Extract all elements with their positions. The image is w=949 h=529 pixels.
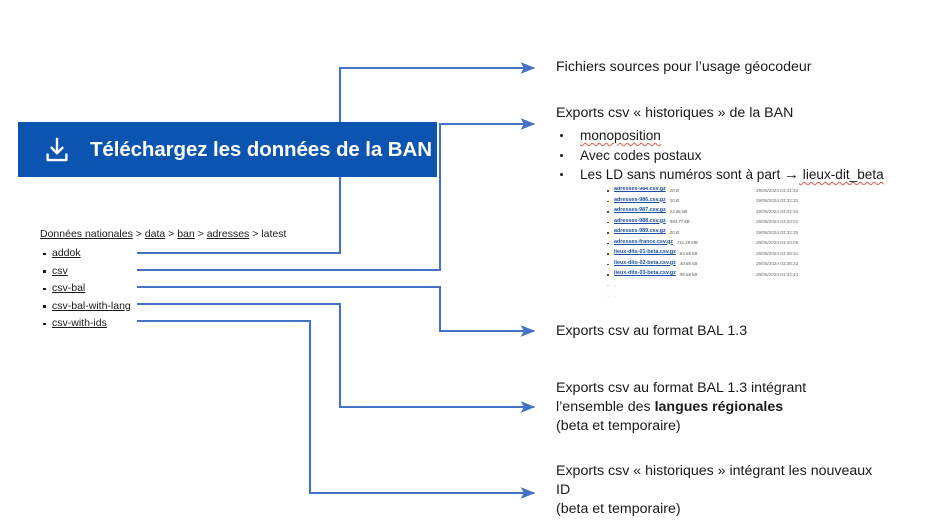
bullet-text: monoposition (580, 128, 661, 143)
file-size: 20 B (669, 198, 679, 204)
file-size: 20 B (669, 229, 679, 235)
connector-csv-with-ids (137, 319, 536, 499)
file-size: 84.86 kB (679, 250, 698, 256)
annotation-line-1: Exports csv au format BAL 1.3 intégrant (556, 380, 807, 396)
bullet-text-after: lieux-dit_beta (799, 167, 884, 182)
file-size: 40.88 kB (679, 261, 698, 267)
breadcrumb-part-3[interactable]: adresses (206, 228, 250, 240)
right-arrow-icon: → (784, 166, 800, 183)
file-link (614, 282, 616, 288)
bullet-monoposition: monoposition (556, 126, 884, 146)
annotation-addok: Fichiers sources pour l’usage géocodeur (556, 58, 812, 77)
list-item-csv-with-ids[interactable]: csv-with-ids (40, 315, 340, 333)
file-timestamp: 29/06/2024 03:35:31 (756, 250, 799, 256)
list-item-csv[interactable]: csv (40, 263, 340, 281)
banner-title: Téléchargez les données de la BAN (90, 137, 432, 161)
list-item-label[interactable]: addok (52, 247, 81, 259)
annotation-bullets: monoposition Avec codes postaux Les LD s… (556, 126, 884, 185)
file-timestamp: 29/06/2024 03:33:01 (756, 219, 799, 224)
table-row-truncated (606, 282, 946, 293)
file-timestamp: 29/06/2024 03:32:32 (756, 187, 799, 193)
list-item-csv-bal-with-lang[interactable]: csv-bal-with-lang (40, 298, 340, 316)
annotation-line-3: (beta et temporaire) (556, 418, 681, 434)
file-link (614, 292, 616, 298)
file-size: 96.66 kB (679, 271, 698, 277)
annotation-line-2-strong: langues régionales (654, 399, 784, 415)
file-size: 984.77 kB (669, 219, 690, 225)
breadcrumb[interactable]: Données nationales > data > ban > adress… (40, 228, 287, 240)
file-link[interactable]: adresses-989.csv.gz (614, 228, 666, 234)
breadcrumb-part-0[interactable]: Données nationales (40, 228, 133, 240)
file-link[interactable]: adresses-984.csv.gz (614, 187, 666, 192)
annotation-line-2: l’ensemble des langues régionales (556, 398, 806, 417)
breadcrumb-part-4: latest (261, 228, 287, 240)
file-timestamp: 29/06/2024 03:34:44 (756, 271, 799, 277)
bullet-codes-postaux: Avec codes postaux (556, 146, 884, 166)
list-item-label[interactable]: csv-with-ids (52, 317, 107, 329)
annotation-line-2: ID (556, 482, 571, 498)
file-link[interactable]: lieux-dits-01-beta.csv.gz (614, 249, 676, 255)
file-link[interactable]: lieux-dits-02-beta.csv.gz (614, 259, 676, 266)
annotation-csv: Exports csv « historiques » de la BAN mo… (556, 104, 884, 185)
annotation-heading: Fichiers sources pour l’usage géocodeur (556, 59, 812, 75)
file-link[interactable]: lieux-dits-03-beta.csv.gz (614, 270, 676, 276)
file-link[interactable]: adresses-france.csv.gz (614, 238, 673, 245)
list-item-csv-bal[interactable]: csv-bal (40, 280, 340, 298)
annotation-heading: Exports csv « historiques » de la BAN (556, 105, 794, 121)
file-timestamp: 29/06/2024 03:40:05 (756, 240, 799, 245)
annotation-csv-bal: Exports csv au format BAL 1.3 (556, 322, 747, 341)
breadcrumb-part-1[interactable]: data (144, 228, 166, 240)
file-timestamp: 29/06/2024 03:32:34 (756, 208, 799, 214)
annotation-csv-with-ids: Exports csv « historiques » intégrant le… (556, 462, 872, 519)
annotation-line-2-prefix: l’ensemble des (556, 399, 655, 415)
file-size: 711.29 MB (676, 240, 698, 246)
breadcrumb-part-2[interactable]: ban (177, 228, 195, 240)
file-timestamp: 29/06/2024 03:35:23 (756, 261, 799, 266)
annotation-heading: Exports csv au format BAL 1.3 (556, 323, 748, 339)
dataset-tree: Données nationales > data > ban > adress… (40, 227, 340, 333)
download-banner[interactable]: Téléchargez les données de la BAN (18, 122, 437, 177)
annotation-csv-bal-with-lang: Exports csv au format BAL 1.3 intégrant … (556, 379, 806, 436)
download-icon (42, 135, 72, 165)
list-item-label[interactable]: csv-bal-with-lang (52, 299, 131, 312)
file-link[interactable]: adresses-986.csv.gz (614, 196, 666, 203)
list-item-label[interactable]: csv (52, 264, 68, 277)
table-row-truncated (606, 292, 946, 303)
list-item-label[interactable]: csv-bal (52, 282, 86, 294)
dataset-list: addok csv csv-bal csv-bal-with-lang csv-… (40, 245, 340, 333)
file-size: 22.06 kB (669, 208, 688, 214)
bullet-text-before: Les LD sans numéros sont à part (580, 167, 785, 182)
file-timestamp: 29/06/2024 03:32:35 (756, 229, 799, 235)
file-size: 20 B (669, 187, 679, 193)
bullet-lieux-dit-beta: Les LD sans numéros sont à part → lieux-… (556, 165, 884, 185)
annotation-line-3: (beta et temporaire) (556, 501, 681, 517)
list-item-addok[interactable]: addok (40, 245, 340, 263)
file-link[interactable]: adresses-987.csv.gz (614, 207, 666, 213)
file-timestamp: 29/06/2024 03:32:32 (756, 198, 799, 203)
bullet-text: Avec codes postaux (580, 147, 702, 163)
file-link[interactable]: adresses-988.csv.gz (614, 217, 666, 224)
annotation-line-1: Exports csv « historiques » intégrant le… (556, 463, 873, 479)
